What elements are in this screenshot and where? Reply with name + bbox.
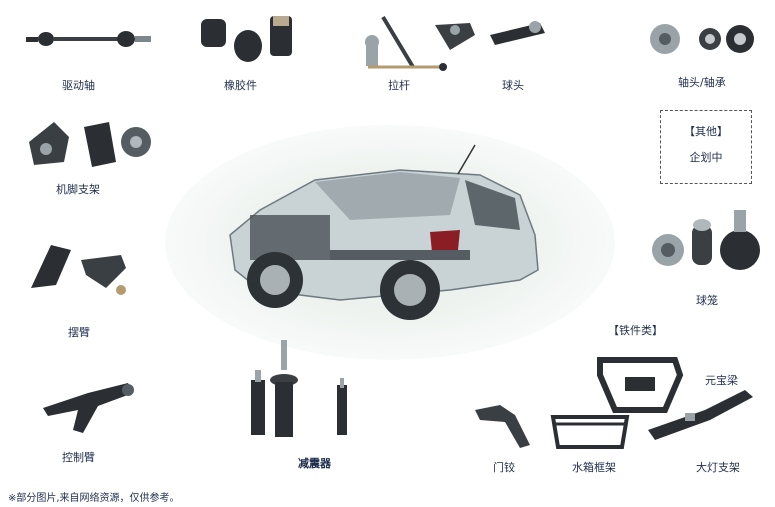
engine-mount-label: 机脚支架 <box>56 183 100 196</box>
drive-shaft-image <box>26 28 151 50</box>
swing-arm-label: 摆臂 <box>68 326 90 339</box>
door-hinge-label: 门铰 <box>493 461 515 474</box>
hub-bearing-image <box>648 22 758 56</box>
radiator-frame-image <box>550 412 630 452</box>
ball-joint-image <box>430 15 550 60</box>
shock-absorber-image <box>245 340 375 445</box>
other-title: 【其他】 <box>684 125 728 138</box>
engine-mount-image <box>24 117 154 172</box>
rubber-parts-label: 橡胶件 <box>224 79 257 92</box>
drive-shaft-label: 驱动轴 <box>62 79 95 92</box>
door-hinge-image <box>470 400 540 450</box>
footnote: ※部分图片,来自网络资源，仅供参考。 <box>8 493 180 504</box>
radiator-frame-label: 水箱框架 <box>572 461 616 474</box>
hub-bearing-label: 轴头/轴承 <box>678 76 726 89</box>
other-items-box: 【其他】 企划中 <box>660 110 752 184</box>
iron-parts-title: 【铁件类】 <box>608 324 663 337</box>
tie-rod-image <box>358 12 448 74</box>
swing-arm-image <box>26 240 131 300</box>
other-status: 企划中 <box>689 151 723 164</box>
rubber-parts-image <box>198 14 298 64</box>
shock-absorber-label: 减震器 <box>298 457 331 470</box>
cv-joint-label: 球笼 <box>696 294 718 307</box>
ball-joint-label: 球头 <box>502 79 524 92</box>
control-arm-label: 控制臂 <box>62 451 95 464</box>
control-arm-image <box>38 378 138 438</box>
headlight-bracket-image <box>645 385 755 445</box>
cv-joint-image <box>650 205 765 275</box>
tie-rod-label: 拉杆 <box>388 79 410 92</box>
subframe-image <box>595 355 685 415</box>
car-cutaway-image <box>220 140 550 340</box>
headlight-bracket-label: 大灯支架 <box>696 461 740 474</box>
subframe-label: 元宝梁 <box>705 374 738 387</box>
